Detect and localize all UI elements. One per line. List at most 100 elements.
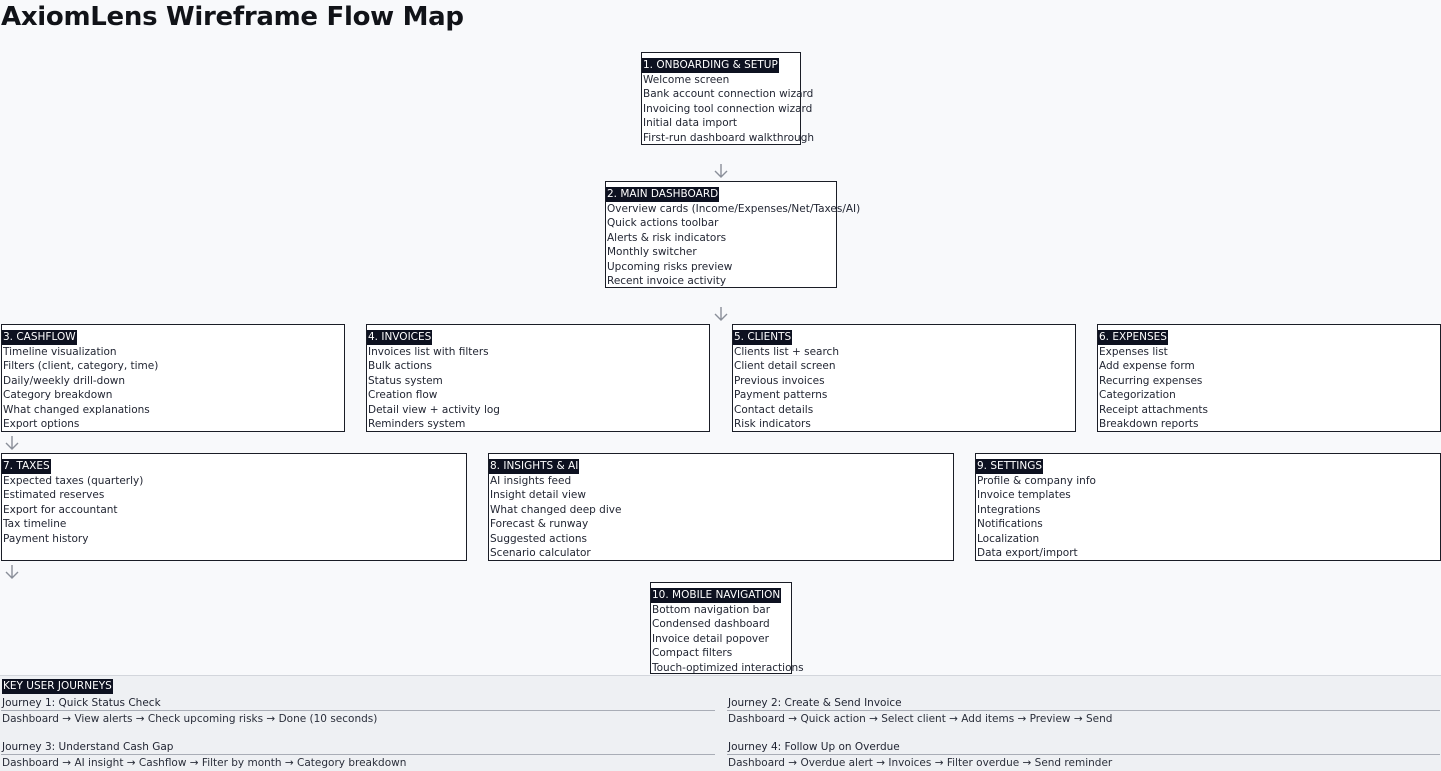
node-item: Invoices list with filters xyxy=(368,346,489,358)
node-item: Export options xyxy=(3,418,80,431)
node-item: Export for accountant xyxy=(3,503,118,516)
node-item: Monthly switcher xyxy=(607,246,697,259)
node-title: 8. INSIGHTS & AI xyxy=(489,459,580,474)
node-invoices[interactable]: 4. INVOICES Invoices list with filters B… xyxy=(366,324,710,432)
node-item: What changed explanations xyxy=(3,403,150,416)
node-item: Suggested actions xyxy=(490,532,587,545)
node-item: Status system xyxy=(368,374,443,387)
arrow-down-icon xyxy=(713,306,729,322)
journey-3[interactable]: Journey 3: Understand Cash Gap Dashboard… xyxy=(1,740,715,770)
node-item: Profile & company info xyxy=(977,475,1096,487)
node-item: Receipt attachments xyxy=(1099,403,1209,416)
node-expenses[interactable]: 6. EXPENSES Expenses list Add expense fo… xyxy=(1097,324,1441,432)
node-item: Recurring expenses xyxy=(1099,374,1203,387)
node-item: Creation flow xyxy=(368,389,438,402)
journey-2[interactable]: Journey 2: Create & Send Invoice Dashboa… xyxy=(727,696,1440,726)
journey-steps: Dashboard → View alerts → Check upcoming… xyxy=(2,713,378,725)
node-clients[interactable]: 5. CLIENTS Clients list + search Client … xyxy=(732,324,1076,432)
node-item: Scenario calculator xyxy=(490,547,591,560)
node-item: Breakdown reports xyxy=(1099,418,1199,431)
node-items: Expenses list Add expense form Recurring… xyxy=(1098,345,1440,431)
journeys-title: KEY USER JOURNEYS xyxy=(2,679,113,694)
node-item: Recent invoice activity xyxy=(607,275,727,288)
node-item: Bank account connection wizard xyxy=(643,88,814,101)
node-item: Quick actions toolbar xyxy=(607,217,719,230)
node-settings[interactable]: 9. SETTINGS Profile & company info Invoi… xyxy=(975,453,1441,561)
page-title: AxiomLens Wireframe Flow Map xyxy=(1,2,464,32)
node-item: Daily/weekly drill-down xyxy=(3,374,126,387)
node-item: Integrations xyxy=(977,503,1041,516)
node-item: Compact filters xyxy=(652,647,733,660)
node-item: Notifications xyxy=(977,518,1043,531)
node-title: 2. MAIN DASHBOARD xyxy=(606,187,720,202)
node-main-dashboard[interactable]: 2. MAIN DASHBOARD Overview cards (Income… xyxy=(605,181,861,288)
journey-steps: Dashboard → Quick action → Select client… xyxy=(728,713,1113,725)
node-items: Timeline visualization Filters (client, … xyxy=(2,345,344,431)
node-insights-ai[interactable]: 8. INSIGHTS & AI AI insights feed Insigh… xyxy=(488,453,954,561)
node-item: Localization xyxy=(977,532,1040,545)
key-user-journeys-panel: KEY USER JOURNEYS Journey 1: Quick Statu… xyxy=(0,675,1441,771)
node-item: Insight detail view xyxy=(490,489,586,502)
node-item: Invoice detail popover xyxy=(652,632,769,645)
node-item: Bulk actions xyxy=(368,360,432,373)
node-item: Welcome screen xyxy=(643,74,730,86)
node-item: Tax timeline xyxy=(3,518,67,531)
node-items: Expected taxes (quarterly) Estimated res… xyxy=(2,474,466,546)
node-items: Profile & company info Invoice templates… xyxy=(976,474,1440,560)
node-cashflow[interactable]: 3. CASHFLOW Timeline visualization Filte… xyxy=(1,324,345,432)
arrow-down-icon xyxy=(4,564,20,580)
node-item: Upcoming risks preview xyxy=(607,260,733,273)
journey-name: Journey 2: Create & Send Invoice xyxy=(727,696,1440,711)
node-title: 5. CLIENTS xyxy=(733,330,793,345)
node-title: 10. MOBILE NAVIGATION xyxy=(651,588,782,603)
node-item: Previous invoices xyxy=(734,374,825,387)
node-item: Invoicing tool connection wizard xyxy=(643,102,813,115)
node-item: Risk indicators xyxy=(734,418,811,431)
node-item: Detail view + activity log xyxy=(368,403,500,416)
node-item: Data export/import xyxy=(977,547,1078,560)
node-items: AI insights feed Insight detail view Wha… xyxy=(489,474,953,560)
journey-name: Journey 1: Quick Status Check xyxy=(1,696,715,711)
node-item: Overview cards (Income/Expenses/Net/Taxe… xyxy=(607,203,861,215)
node-item: Initial data import xyxy=(643,117,738,130)
node-onboarding-setup[interactable]: 1. ONBOARDING & SETUP Welcome screen Ban… xyxy=(641,52,815,145)
node-title: 9. SETTINGS xyxy=(976,459,1044,474)
node-item: Payment patterns xyxy=(734,389,828,402)
node-item: Forecast & runway xyxy=(490,518,589,531)
node-item: Client detail screen xyxy=(734,360,836,373)
node-title: 7. TAXES xyxy=(2,459,51,474)
arrow-down-icon xyxy=(4,435,20,451)
node-item: Bottom navigation bar xyxy=(652,604,771,616)
node-item: Categorization xyxy=(1099,389,1176,402)
node-item: Timeline visualization xyxy=(3,346,117,358)
node-items: Bottom navigation bar Condensed dashboar… xyxy=(651,603,804,675)
node-items: Overview cards (Income/Expenses/Net/Taxe… xyxy=(606,202,861,288)
node-title: 1. ONBOARDING & SETUP xyxy=(642,58,779,73)
node-item: Expenses list xyxy=(1099,346,1168,358)
node-item: Touch-optimized interactions xyxy=(652,661,804,674)
journey-steps: Dashboard → AI insight → Cashflow → Filt… xyxy=(2,757,407,769)
node-items: Invoices list with filters Bulk actions … xyxy=(367,345,709,431)
node-items: Welcome screen Bank account connection w… xyxy=(642,73,815,145)
node-item: Payment history xyxy=(3,532,89,545)
node-item: Invoice templates xyxy=(977,489,1071,502)
node-item: Condensed dashboard xyxy=(652,618,770,631)
arrow-down-icon xyxy=(713,163,729,179)
journey-name: Journey 4: Follow Up on Overdue xyxy=(727,740,1440,755)
journey-4[interactable]: Journey 4: Follow Up on Overdue Dashboar… xyxy=(727,740,1440,770)
node-item: Expected taxes (quarterly) xyxy=(3,475,144,487)
node-item: Estimated reserves xyxy=(3,489,105,502)
node-item: What changed deep dive xyxy=(490,503,622,516)
node-item: Alerts & risk indicators xyxy=(607,231,727,244)
node-taxes[interactable]: 7. TAXES Expected taxes (quarterly) Esti… xyxy=(1,453,467,561)
journey-1[interactable]: Journey 1: Quick Status Check Dashboard … xyxy=(1,696,715,726)
node-item: Reminders system xyxy=(368,418,466,431)
node-item: Contact details xyxy=(734,403,814,416)
node-mobile-navigation[interactable]: 10. MOBILE NAVIGATION Bottom navigation … xyxy=(650,582,804,675)
node-item: First-run dashboard walkthrough xyxy=(643,131,815,144)
node-title: 3. CASHFLOW xyxy=(2,330,77,345)
node-item: Category breakdown xyxy=(3,389,113,402)
journey-steps: Dashboard → Overdue alert → Invoices → F… xyxy=(728,757,1113,769)
node-title: 4. INVOICES xyxy=(367,330,433,345)
node-item: Clients list + search xyxy=(734,346,839,358)
